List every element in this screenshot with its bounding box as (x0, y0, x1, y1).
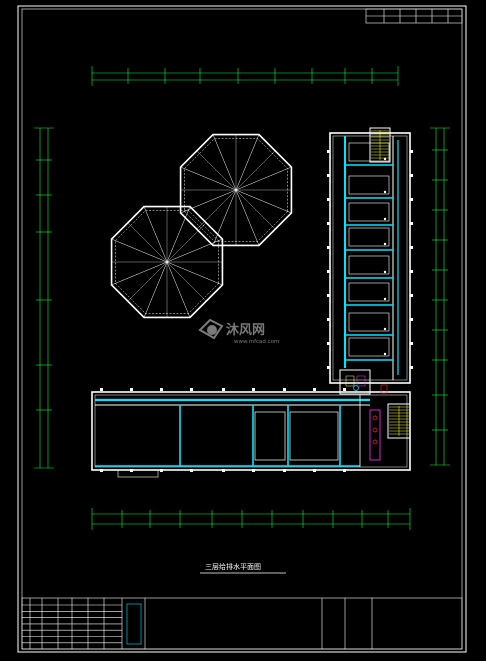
room-outline-7 (348, 337, 390, 357)
watermark: 沐风网 www.mfcad.com (198, 318, 279, 345)
column-left-9 (327, 366, 330, 369)
bottom-wing-building (91, 369, 411, 478)
octagon-dome-icon (110, 133, 293, 319)
column-right-8 (410, 342, 413, 345)
column-right-9 (410, 366, 413, 369)
riser-point-3 (383, 242, 387, 246)
column-right-7 (410, 318, 413, 321)
riser-point-2 (383, 217, 387, 221)
column-bottom-1 (130, 469, 133, 472)
dimension-bottom (91, 508, 411, 530)
column-right-1 (410, 174, 413, 177)
column-top-7 (313, 388, 316, 391)
drawing-title: 三层给排水平面图 (205, 562, 261, 571)
column-top-0 (100, 388, 103, 391)
drawing-caption: 三层给排水平面图 (200, 562, 286, 574)
staircase-icon (369, 127, 391, 163)
plumbing-fixtures (353, 384, 388, 461)
column-left-7 (327, 318, 330, 321)
column-right-3 (410, 222, 413, 225)
room-outline-4 (348, 255, 390, 275)
watermark-url: www.mfcad.com (234, 339, 279, 345)
column-right-0 (410, 150, 413, 153)
column-left-8 (327, 342, 330, 345)
riser-point-0 (383, 157, 387, 161)
dimension-right (430, 127, 450, 466)
riser-point-1 (383, 190, 387, 194)
pipe-riser-marks (100, 388, 346, 472)
staircase-bottom (387, 403, 411, 439)
column-bottom-5 (252, 469, 255, 472)
riser-point-4 (383, 270, 387, 274)
column-right-2 (410, 198, 413, 201)
room-outline-2 (348, 202, 390, 222)
dimension-top (91, 66, 399, 86)
column-left-4 (327, 246, 330, 249)
column-bottom-0 (100, 469, 103, 472)
column-left-1 (327, 174, 330, 177)
octagon-dome-2 (110, 205, 224, 319)
octagon-dome-1 (179, 133, 293, 247)
column-bottom-6 (283, 469, 286, 472)
column-top-2 (160, 388, 163, 391)
column-left-6 (327, 294, 330, 297)
watermark-brand: 沐风网 (226, 322, 265, 338)
column-top-6 (283, 388, 286, 391)
column-bottom-3 (190, 469, 193, 472)
room-outline-3 (348, 227, 390, 247)
column-bottom-7 (313, 469, 316, 472)
column-left-0 (327, 150, 330, 153)
column-top-5 (252, 388, 255, 391)
column-right-4 (410, 246, 413, 249)
column-bottom-4 (222, 469, 225, 472)
watermark-logo-icon (198, 318, 224, 340)
column-right-5 (410, 270, 413, 273)
column-top-8 (343, 388, 346, 391)
column-right-6 (410, 294, 413, 297)
riser-point-6 (383, 327, 387, 331)
right-wing-building (327, 132, 413, 384)
column-bottom-2 (160, 469, 163, 472)
room-outline-1 (348, 175, 390, 195)
room-outline-6 (348, 312, 390, 332)
column-bottom-8 (343, 469, 346, 472)
riser-point-5 (383, 297, 387, 301)
room-outline-5 (348, 282, 390, 302)
column-left-2 (327, 198, 330, 201)
column-top-3 (190, 388, 193, 391)
column-left-5 (327, 270, 330, 273)
revision-block (365, 8, 463, 24)
riser-point-7 (383, 352, 387, 356)
dimension-left (34, 127, 54, 469)
column-top-1 (130, 388, 133, 391)
column-left-3 (327, 222, 330, 225)
column-top-4 (222, 388, 225, 391)
title-block (21, 597, 463, 650)
